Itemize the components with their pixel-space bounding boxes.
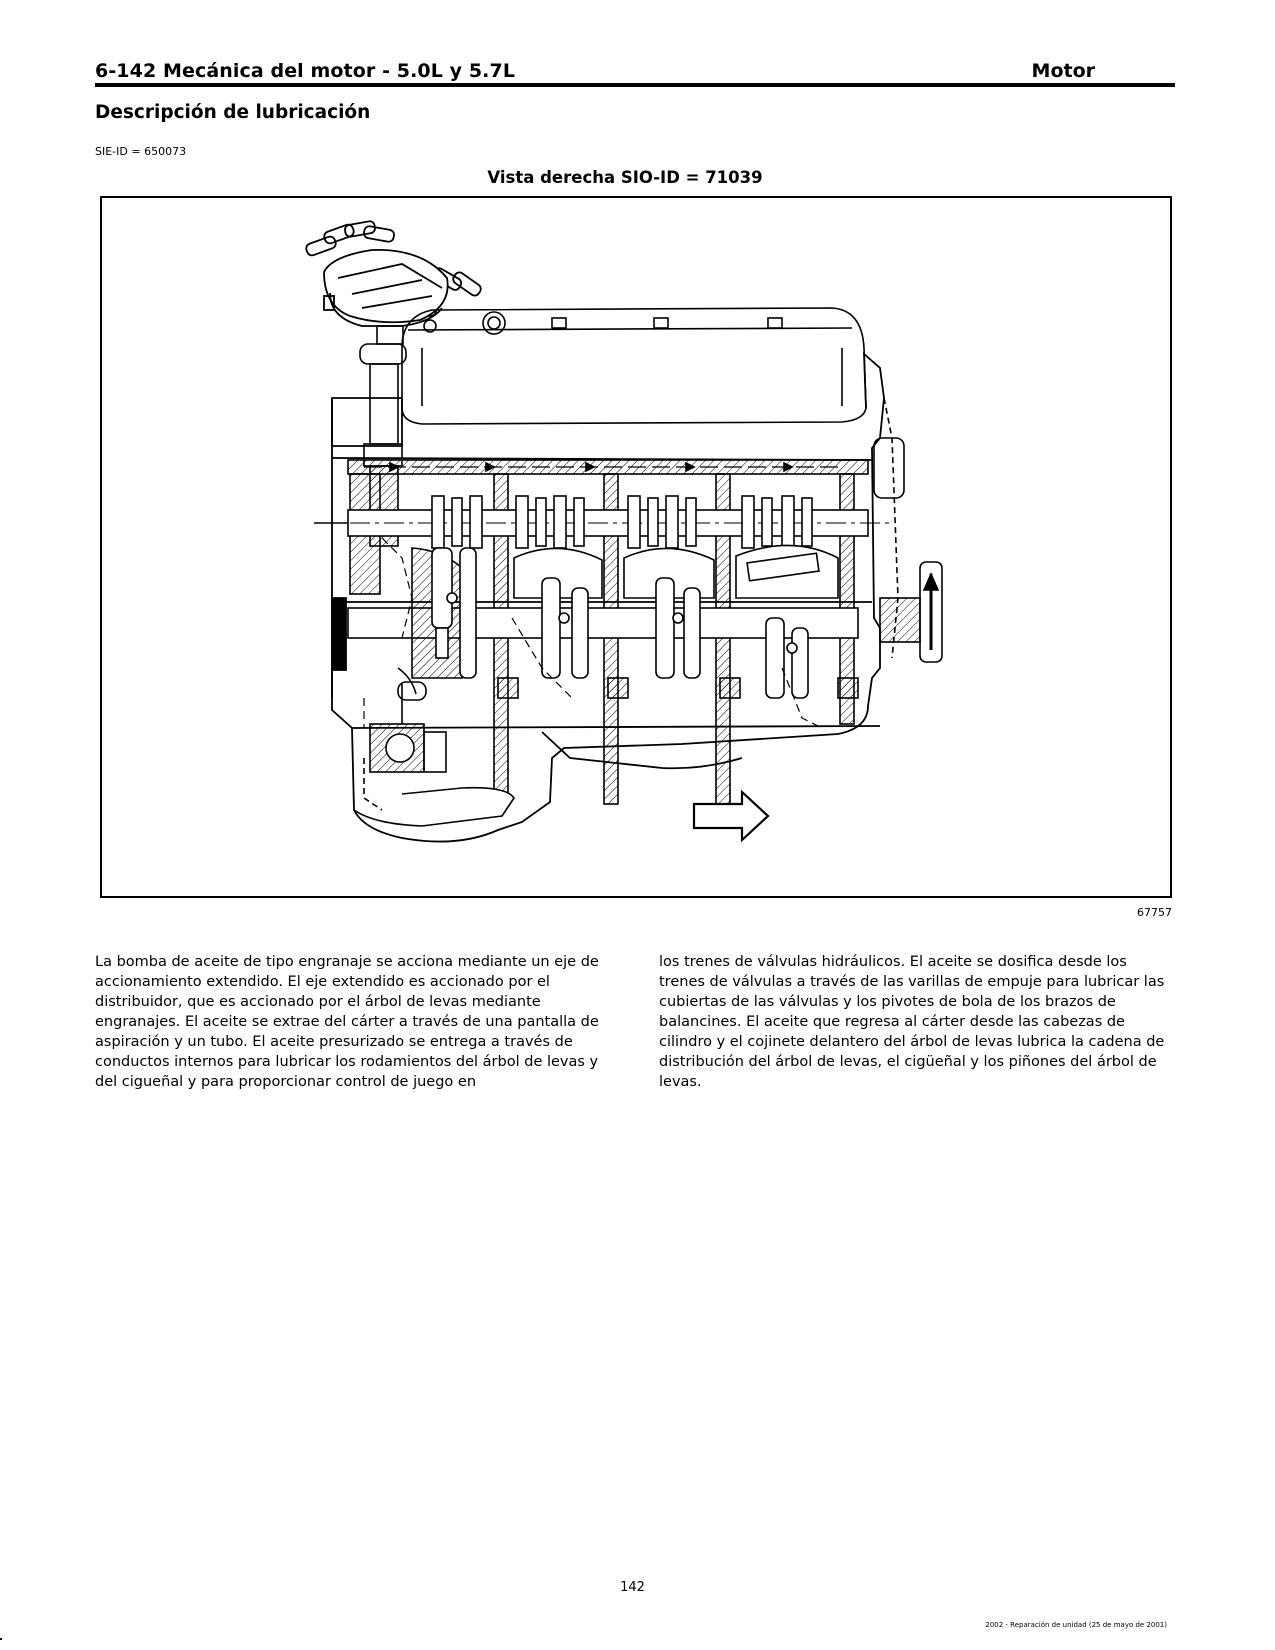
- distributor-cap: [305, 220, 482, 327]
- body-column-right: los trenes de válvulas hidráulicos. El a…: [659, 954, 1165, 1090]
- header-rule: [95, 83, 1175, 87]
- page-header-title: 6-142 Mecánica del motor - 5.0L y 5.7L: [95, 60, 516, 82]
- sie-id: SIE-ID = 650073: [95, 145, 187, 158]
- margin-dot: [0, 1638, 2, 1640]
- oil-pump: [353, 667, 515, 827]
- page-number: 142: [620, 1580, 645, 1595]
- engine-lubrication-figure: [100, 196, 1172, 898]
- oil-flow-paths: [363, 537, 823, 729]
- forward-direction-arrow: [692, 789, 770, 843]
- body-column-left: La bomba de aceite de tipo engranaje se …: [95, 954, 599, 1090]
- page-footer: 2002 - Reparación de unidad (25 de mayo …: [985, 1621, 1167, 1629]
- camshaft: [316, 495, 892, 549]
- crankshaft: [347, 544, 859, 699]
- valve-cover: [401, 307, 867, 425]
- connecting-rods: [431, 547, 820, 699]
- page-header-section: Motor: [1031, 60, 1095, 82]
- engine-lubrication-drawing: [305, 220, 943, 843]
- section-title: Descripción de lubricación: [95, 102, 371, 123]
- figure-number: 67757: [1137, 906, 1172, 919]
- timing-cover: [873, 397, 943, 663]
- oil-gallery: [347, 459, 869, 475]
- figure-title: Vista derecha SIO-ID = 71039: [487, 168, 763, 187]
